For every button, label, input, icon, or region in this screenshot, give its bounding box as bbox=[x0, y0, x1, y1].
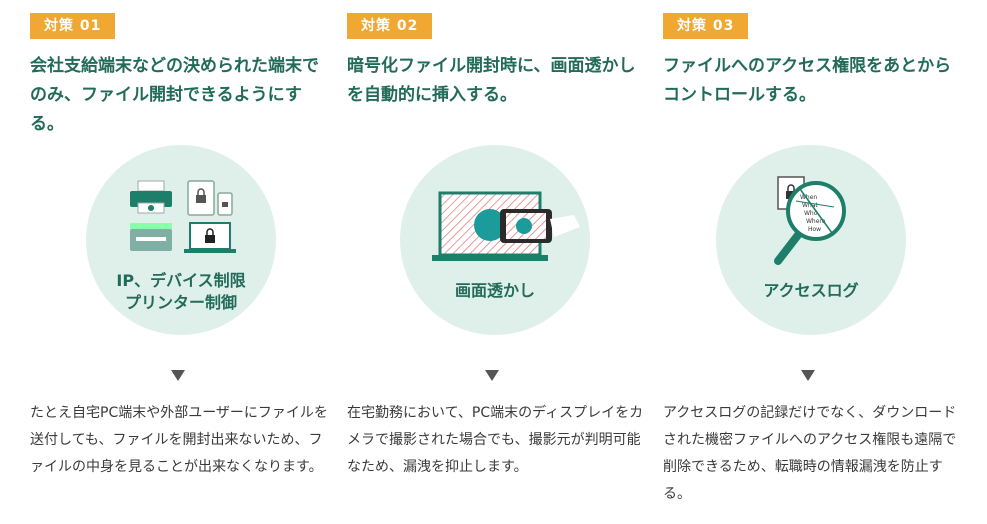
measure-badge: 対策 01 bbox=[30, 13, 116, 39]
circle-label-line: プリンター制御 bbox=[124, 293, 237, 312]
magnifier-word: When bbox=[800, 194, 817, 201]
magnifier-word: What bbox=[802, 202, 818, 209]
circle-label: IP、デバイス制限 プリンター制御 bbox=[86, 270, 276, 314]
measure-heading: 会社支給端末などの決められた端末でのみ、ファイル開封できるようにする。 bbox=[30, 56, 319, 134]
illustration-circle: When What Who Where How アクセスログ bbox=[716, 145, 906, 335]
access-log-illustration: When What Who Where How bbox=[774, 176, 846, 265]
measure-column-02: 対策 02 暗号化ファイル開封時に、画面透かしを自動的に挿入する。 画面 bbox=[347, 0, 647, 524]
lock-tablet-icon bbox=[187, 180, 233, 216]
circle-label-line: IP、デバイス制限 bbox=[116, 271, 246, 290]
measure-description: 在宅勤務において、PC端末のディスプレイをカメラで撮影された場合でも、撮影元が判… bbox=[347, 405, 644, 475]
device-restriction-illustration bbox=[130, 180, 236, 253]
circle-label: 画面透かし bbox=[454, 281, 535, 300]
magnifier-icon: When What Who Where How bbox=[774, 181, 846, 265]
measure-heading: 暗号化ファイル開封時に、画面透かしを自動的に挿入する。 bbox=[347, 56, 636, 105]
magnifier-word: Who bbox=[804, 210, 818, 217]
down-arrow-icon bbox=[171, 370, 185, 381]
lock-laptop-icon bbox=[184, 222, 236, 253]
measure-column-01: 対策 01 会社支給端末などの決められた端末でのみ、ファイル開封できるようにする… bbox=[30, 0, 330, 524]
illustration-circle: 画面透かし bbox=[400, 145, 590, 335]
measure-badge: 対策 02 bbox=[347, 13, 433, 39]
magnifier-word: Where bbox=[806, 218, 826, 225]
watermark-illustration bbox=[432, 191, 580, 261]
measure-column-03: 対策 03 ファイルへのアクセス権限をあとからコントロールする。 When Wh… bbox=[663, 0, 963, 524]
down-arrow-icon bbox=[801, 370, 815, 381]
smartphone-camera-icon bbox=[500, 209, 580, 243]
measure-description: アクセスログの記録だけでなく、ダウンロードされた機密ファイルへのアクセス権限も遠… bbox=[663, 405, 957, 502]
magnifier-word: How bbox=[808, 226, 821, 233]
down-arrow-icon bbox=[485, 370, 499, 381]
circle-label: アクセスログ bbox=[763, 281, 859, 300]
printer-icon bbox=[130, 180, 172, 251]
measure-description: たとえ自宅PC端末や外部ユーザーにファイルを送付しても、ファイルを開封出来ないた… bbox=[30, 405, 328, 475]
measure-heading: ファイルへのアクセス権限をあとからコントロールする。 bbox=[663, 56, 952, 105]
illustration-circle: IP、デバイス制限 プリンター制御 bbox=[86, 145, 276, 335]
measure-badge: 対策 03 bbox=[663, 13, 749, 39]
